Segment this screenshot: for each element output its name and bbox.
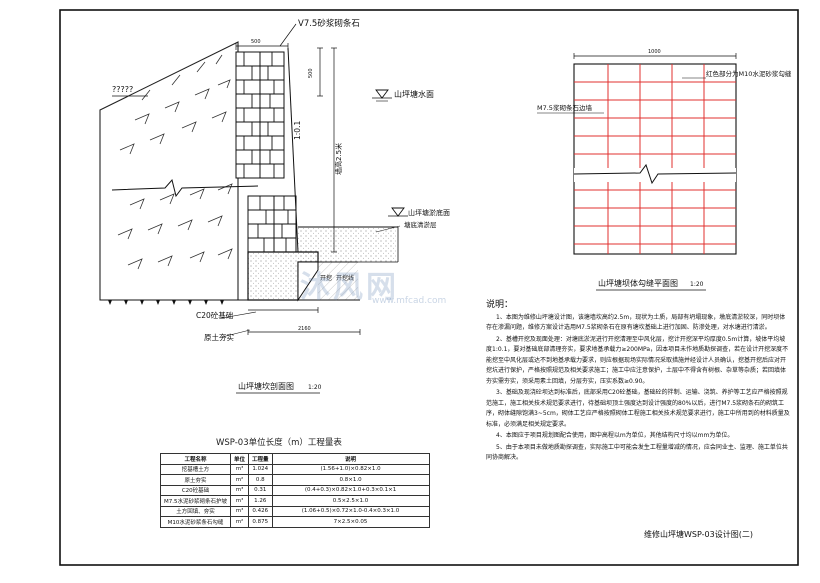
drawing-footer-title: 维修山坪塘WSP-03设计图(二) (644, 530, 753, 539)
quantity-table: 工程名称 单位 工程量 说明 挖基槽土方 m³ 1.024 (1.56+1.0)… (160, 453, 430, 528)
slope-ratio: 1:0.1 (293, 121, 302, 140)
table-row: 土方回填、夯实 m³ 0.426 (1.06+0.5)×0.72×1.0-0.4… (160, 505, 430, 517)
backfill-label: 原土夯实 (204, 332, 234, 342)
top-callout: V7.5砂浆砌条石 (298, 18, 360, 29)
table-cell: (1.56+1.0)×0.82×1.0 (271, 463, 430, 475)
plan-wall (573, 63, 737, 255)
dim-bottom: 2160 (298, 326, 311, 332)
svg-text:开挖线: 开挖线 (336, 274, 354, 282)
c20-label: C20砼基础 (196, 310, 233, 320)
svg-text:开挖: 开挖 (320, 274, 332, 282)
table-row: 原土夯实 m² 0.8 0.8×1.0 (160, 474, 430, 486)
height-label: 墙高2.5米 (334, 143, 343, 175)
note-2: 2、基槽开挖及现面处理：对塘底淤泥进行开挖清理至中风化层，挖计开挖深平均厚度0.… (486, 335, 789, 385)
table-cell: 1.024 (248, 463, 273, 475)
table-cell: M10水泥砂浆条石勾缝 (160, 516, 231, 528)
mortar-joints (574, 64, 736, 254)
sheet-border (59, 9, 799, 566)
watermark-url: www.mfcad.com (372, 296, 447, 306)
section-caption: 山坪塘坎剖面图 (238, 381, 294, 391)
note-5: 5、由于本项目未做地质勘探调查，实际施工中可能会发生工程量增减的情况，应会同业主… (486, 443, 788, 462)
table-cell: 原土夯实 (160, 474, 231, 486)
plan-right-label: 红色部分为M10水泥砂浆勾缝 (706, 69, 792, 78)
watermark: 沐风网 (300, 270, 399, 305)
table-cell: m³ (229, 495, 250, 507)
table-cell: 0.426 (248, 505, 273, 517)
table-header: 工程量 (248, 453, 273, 465)
table-cell: 土方回填、夯实 (160, 505, 231, 517)
left-label: ????? (112, 85, 133, 94)
dim-side: 500 (308, 68, 314, 78)
water-level-label: 山坪塘水面 (394, 89, 434, 99)
table-cell: 0.5×2.5×1.0 (271, 495, 430, 507)
table-cell: 7×2.5×0.05 (271, 516, 430, 528)
section-drawing: 开挖 开挖线 500 500 2160 墙高2.5米 1:0.1 V7.5砂浆砌… (99, 18, 450, 394)
table-cell: 1.26 (248, 495, 273, 507)
pond-bottom-label: 山坪塘淤底面 (408, 208, 450, 217)
table-cell: 0.31 (248, 484, 273, 496)
table-cell: 0.8×1.0 (271, 474, 430, 486)
water-level-marker (375, 89, 389, 99)
table-title: WSP-03单位长度（m）工程量表 (216, 438, 342, 448)
table-row: M10水泥砂浆条石勾缝 m² 0.875 7×2.5×0.05 (160, 516, 430, 528)
table-cell: (1.06+0.5)×0.72×1.0-0.4×0.3×1.0 (271, 505, 430, 517)
section-caption-scale: 1:20 (308, 384, 322, 391)
table-cell: m² (229, 516, 250, 528)
table-cell: 0.875 (248, 516, 273, 528)
plan-caption: 山坪塘坝体勾缝平面图 (598, 278, 678, 288)
table-header: 工程名称 (160, 453, 231, 465)
table-cell: m² (229, 474, 250, 486)
table-header: 说明 (271, 453, 430, 465)
design-notes: 说明： 1、本图为维修山坪塘设计图，该塘墙坎高约2.5m，现状为土质，局部有坍塌… (486, 300, 791, 465)
note-3: 3、基础及现浇砼坝达到标准后，底部采用C20砼基础，基础砼的拌制、运输、浇筑、养… (486, 389, 790, 428)
plan-left-label: M7.5浆砌条石边墙 (537, 103, 592, 112)
silt-layer-label: 塘底清淤层 (404, 220, 437, 229)
table-cell: (0.4+0.3)×0.82×1.0+0.3×0.1×1 (271, 484, 430, 496)
note-4: 4、本图应于项目规划图配合使用，图中高程以m为单位，其他结构尺寸均以mm为单位。 (496, 432, 734, 439)
table-row: 挖基槽土方 m³ 1.024 (1.56+1.0)×0.82×1.0 (160, 463, 430, 475)
table-cell: C20砼基础 (160, 484, 231, 496)
plan-dim-top: 1000 (648, 49, 661, 55)
plan-caption-scale: 1:20 (690, 281, 704, 288)
notes-heading: 说明： (486, 300, 514, 310)
soil-hatch (117, 54, 233, 270)
table-cell: m³ (229, 463, 250, 475)
table-row: M7.5水泥砂浆砌条石护坡 m³ 1.26 0.5×2.5×1.0 (160, 495, 430, 507)
table-cell: 0.8 (248, 474, 273, 486)
note-1: 1、本图为维修山坪塘设计图，该塘墙坎高约2.5m，现状为土质，局部有坍塌现象，墩… (486, 313, 786, 332)
dim-top: 500 (251, 39, 261, 45)
plan-drawing: 1000 M7.5浆砌条石边墙 红色部分为M10水泥砂浆勾缝 山坪塘坝体勾缝平面… (537, 49, 792, 291)
table-cell: M7.5水泥砂浆砌条石护坡 (160, 495, 231, 507)
table-row: C20砼基础 m³ 0.31 (0.4+0.3)×0.82×1.0+0.3×0.… (160, 484, 430, 496)
table-cell: m³ (229, 505, 250, 517)
table-header-row: 工程名称 单位 工程量 说明 (160, 453, 430, 465)
table-header: 单位 (229, 453, 250, 465)
table-cell: 挖基槽土方 (160, 463, 231, 475)
table-cell: m³ (229, 484, 250, 496)
